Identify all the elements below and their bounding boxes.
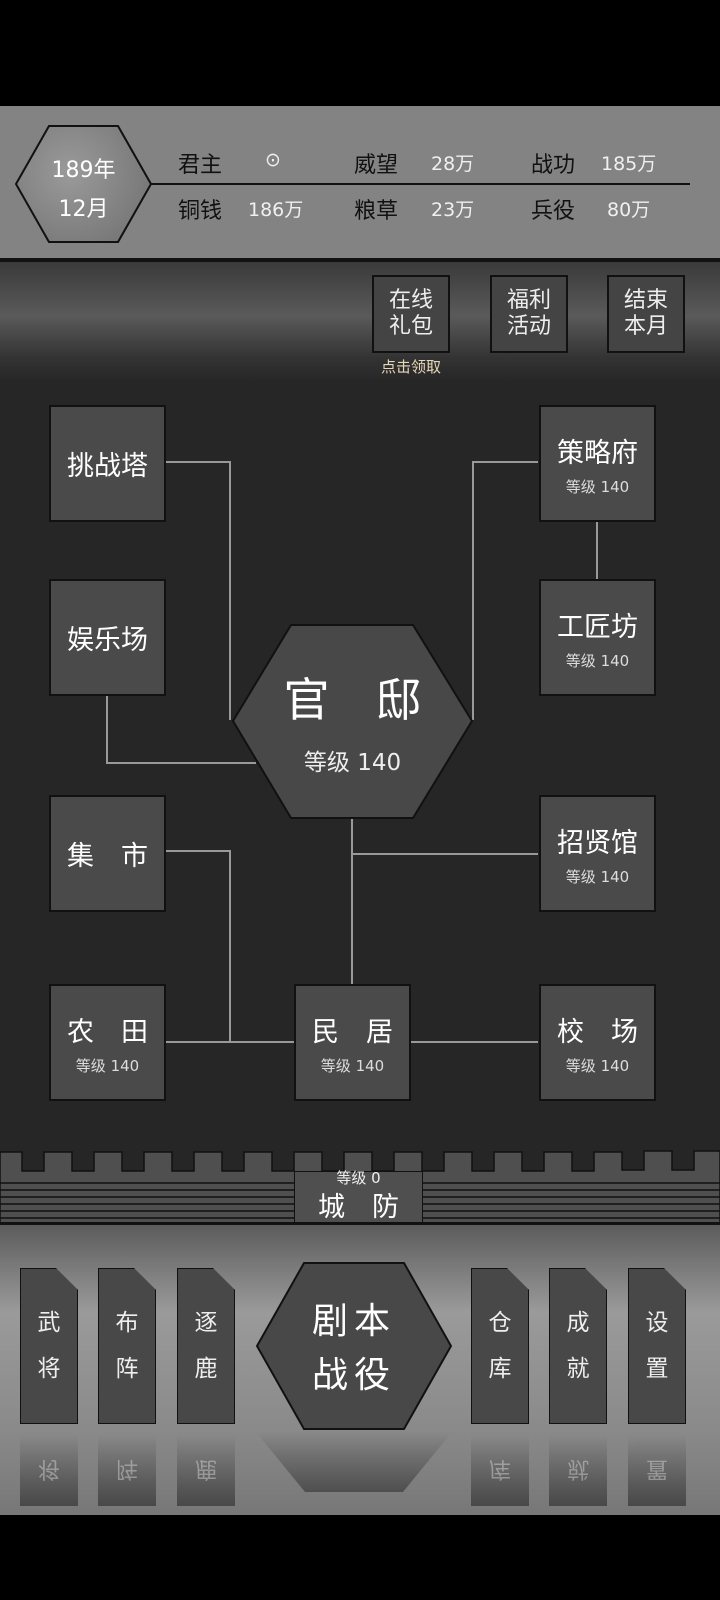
- date-hexagon-border: [15, 125, 152, 243]
- building-name: 策略府: [557, 437, 638, 469]
- residence-hexagon[interactable]: [232, 624, 473, 819]
- header-border: [0, 258, 720, 262]
- tab-formation[interactable]: 布阵: [98, 1268, 156, 1424]
- mountain-backdrop: [0, 262, 720, 382]
- stat-value-troops: 80万: [607, 199, 651, 221]
- city-defense-name: 城 防: [318, 1192, 399, 1223]
- building-farmland[interactable]: 农 田等级 140: [49, 984, 166, 1101]
- stat-label-copper: 铜钱: [178, 199, 223, 224]
- building-level: 等级 140: [565, 867, 630, 886]
- building-name: 校 场: [557, 1016, 638, 1048]
- building-level: 等级 140: [320, 1056, 385, 1075]
- building-market[interactable]: 集 市: [49, 795, 166, 912]
- tab-label: 鹿: [194, 1356, 218, 1382]
- end-month-button[interactable]: 结束本月: [607, 275, 685, 353]
- tab-reflection: 置: [628, 1436, 686, 1506]
- building-housing[interactable]: 民 居等级 140: [294, 984, 411, 1101]
- tab-reflection: 就: [549, 1436, 607, 1506]
- stat-value-prestige: 28万: [431, 153, 475, 175]
- button-label: 本月: [623, 314, 668, 339]
- tab-label: 设: [645, 1310, 669, 1336]
- stat-value-grain: 23万: [431, 199, 475, 221]
- building-name: 民 居: [312, 1016, 393, 1048]
- campaign-line2: 战役: [311, 1355, 396, 1396]
- building-level: 等级 140: [565, 651, 630, 670]
- tab-label: 武: [37, 1310, 61, 1336]
- building-name: 挑战塔: [67, 451, 148, 482]
- button-label: 结束: [623, 288, 668, 313]
- residence-name: 官 邸: [283, 673, 422, 727]
- stat-value-ruler: ⊙: [265, 149, 281, 171]
- tab-reflection: 库: [471, 1436, 529, 1506]
- building-training-ground[interactable]: 校 场等级 140: [539, 984, 656, 1101]
- tab-label: 置: [645, 1356, 669, 1382]
- tab-label: 逐: [194, 1310, 218, 1336]
- city-defense-level: 等级 0: [336, 1169, 381, 1187]
- stats-divider: [150, 183, 690, 185]
- stat-label-ruler: 君主: [178, 153, 223, 178]
- tab-warehouse[interactable]: 仓库: [471, 1268, 529, 1424]
- building-name: 集 市: [67, 841, 148, 872]
- year-text: 189年: [51, 158, 116, 183]
- stat-value-copper: 186万: [248, 199, 304, 221]
- tab-label: 阵: [115, 1356, 139, 1382]
- building-level: 等级 140: [75, 1056, 140, 1075]
- tab-reflection: 鹿: [177, 1436, 235, 1506]
- building-recruit-hall[interactable]: 招贤馆等级 140: [539, 795, 656, 912]
- campaign-line1: 剧本: [311, 1301, 396, 1342]
- building-name: 招贤馆: [557, 827, 638, 859]
- tab-label: 就: [566, 1356, 590, 1382]
- building-level: 等级 140: [565, 1056, 630, 1075]
- button-label: 在线: [388, 288, 433, 313]
- tab-achievements[interactable]: 成就: [549, 1268, 607, 1424]
- stat-label-merit: 战功: [531, 153, 576, 178]
- stat-label-prestige: 威望: [354, 153, 399, 178]
- residence-level: 等级 140: [303, 750, 402, 776]
- stat-label-grain: 粮草: [354, 199, 399, 224]
- city-defense-button[interactable]: [294, 1171, 423, 1225]
- tab-conquest[interactable]: 逐鹿: [177, 1268, 235, 1424]
- tab-reflection: 阵: [98, 1436, 156, 1506]
- tab-settings[interactable]: 设置: [628, 1268, 686, 1424]
- tab-generals[interactable]: 武将: [20, 1268, 78, 1424]
- campaign-hexagon[interactable]: [256, 1262, 452, 1430]
- building-level: 等级 140: [565, 477, 630, 496]
- building-workshop[interactable]: 工匠坊等级 140: [539, 579, 656, 696]
- connector-lines: [106, 461, 598, 1043]
- building-challenge-tower[interactable]: 挑战塔: [49, 405, 166, 522]
- month-text: 12月: [58, 197, 109, 222]
- building-strategy-hall[interactable]: 策略府等级 140: [539, 405, 656, 522]
- stat-value-merit: 185万: [601, 153, 657, 175]
- building-name: 娱乐场: [67, 625, 148, 656]
- button-label: 礼包: [388, 314, 433, 339]
- tab-reflection: 将: [20, 1436, 78, 1506]
- online-gift-button[interactable]: 在线礼包: [372, 275, 450, 353]
- tab-label: 将: [37, 1356, 61, 1382]
- building-entertainment[interactable]: 娱乐场: [49, 579, 166, 696]
- welfare-button[interactable]: 福利活动: [490, 275, 568, 353]
- tab-label: 仓: [488, 1310, 512, 1336]
- button-label: 福利: [506, 288, 551, 313]
- building-name: 农 田: [67, 1016, 148, 1048]
- wall-border: [0, 1222, 720, 1225]
- tab-label: 布: [115, 1310, 139, 1336]
- button-label: 活动: [506, 314, 551, 339]
- stat-label-troops: 兵役: [531, 199, 576, 224]
- tab-label: 库: [488, 1356, 512, 1382]
- tab-label: 成: [566, 1310, 590, 1336]
- building-name: 工匠坊: [557, 611, 638, 643]
- claim-hint: 点击领取: [380, 358, 441, 376]
